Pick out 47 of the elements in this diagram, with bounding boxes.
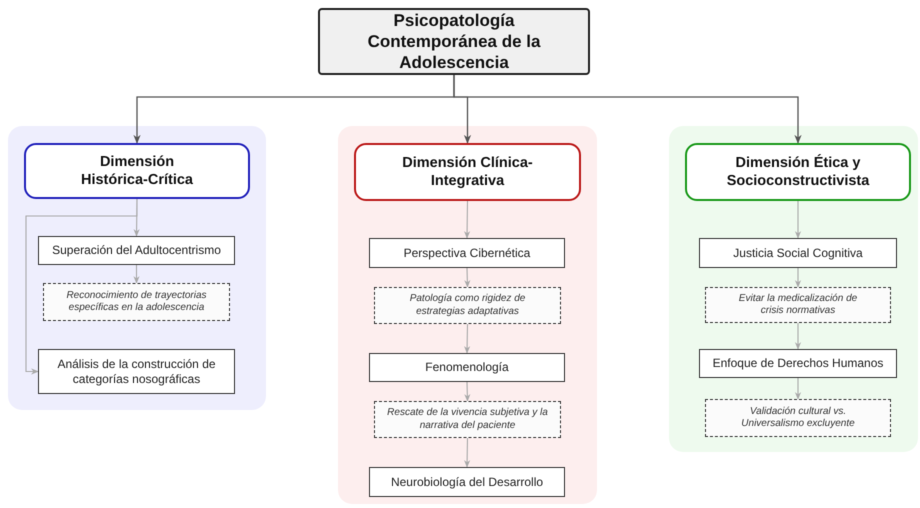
column-panel (669, 126, 918, 452)
arrow (464, 438, 470, 468)
note-text: Evitar la medicalización de crisis normativas (738, 292, 858, 318)
arrow (794, 323, 802, 350)
arrow (453, 75, 802, 144)
dimension-header-box (685, 143, 911, 201)
note-box (43, 283, 230, 321)
concept-text: Superación del Adultocentrismo (52, 243, 221, 258)
title-text: Psicopatología Contemporánea de la Adolescencia (366, 10, 542, 74)
arrow (133, 265, 140, 284)
note-text: Validación cultural vs. Universalismo excluyente (740, 406, 856, 430)
column-panel (8, 126, 266, 410)
concept-text: Neurobiología del Desarrollo (390, 474, 544, 490)
arrow (794, 378, 802, 400)
concept-text: Enfoque de Derechos Humanos (712, 356, 884, 371)
concept-box (38, 236, 235, 265)
title-box (318, 8, 590, 75)
concept-box (369, 238, 565, 268)
concept-text: Fenomenología (425, 360, 509, 375)
header-text: Dimensión Histórica-Crítica (80, 152, 194, 190)
concept-text: Perspectiva Cibernética (404, 246, 530, 260)
note-box (705, 399, 891, 437)
arrow (464, 268, 470, 288)
column-panel (338, 126, 597, 504)
arrow (794, 268, 802, 288)
note-box (374, 401, 561, 438)
dimension-header-box (354, 143, 581, 201)
concept-box (369, 353, 565, 382)
concept-box (699, 349, 897, 378)
note-text: Reconocimiento de trayectorias específicas en la adolescencia (65, 290, 208, 314)
concept-text: Justicia Social Cognitiva (733, 246, 863, 260)
note-box (705, 287, 891, 323)
note-box (374, 287, 561, 324)
note-text: Patología como rigidez de estrategias adaptativas (408, 293, 526, 318)
header-text: Dimensión Ética y Socioconstructivista (726, 154, 870, 190)
arrow (464, 382, 470, 402)
arrow (464, 324, 470, 354)
concept-box (38, 349, 235, 394)
header-text: Dimensión Clínica-Integrativa (401, 154, 534, 190)
arrow (25, 199, 138, 375)
concept-text: Análisis de la construcción de categorías nosográficas (56, 356, 217, 386)
concept-box (369, 467, 565, 497)
note-text: Rescate de la vivencia subjetiva y la narrativa del paciente (386, 407, 549, 432)
arrow (794, 201, 802, 239)
dimension-header-box (24, 143, 250, 199)
concept-box (699, 238, 897, 268)
arrow (464, 201, 470, 239)
